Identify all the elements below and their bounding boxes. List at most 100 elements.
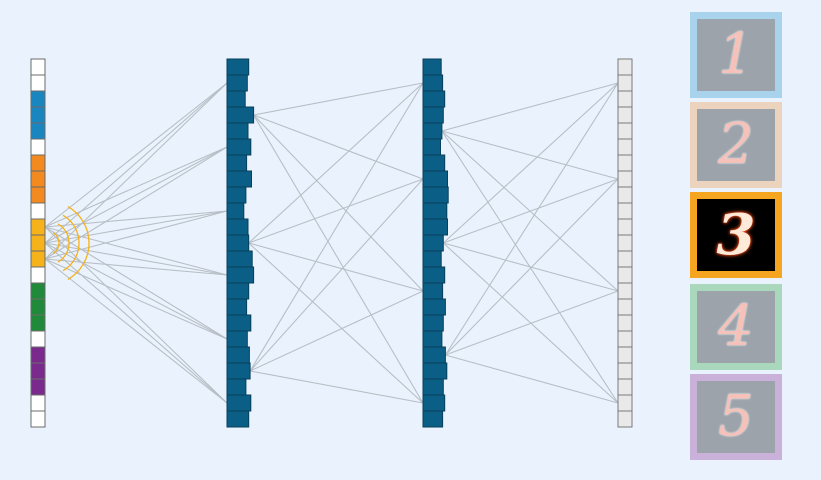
connection-line (44, 258, 228, 276)
wave-arc (57, 223, 70, 263)
digit-image-5: 5 (697, 381, 775, 453)
digit-glyph-2: 2 (718, 112, 754, 177)
connection-line (443, 178, 619, 244)
wave-arc (67, 206, 90, 280)
input-neuron (30, 74, 46, 92)
connection-line (44, 146, 228, 260)
digit-card-2: 2 (690, 102, 782, 188)
connection-line (44, 242, 228, 340)
connection-line (248, 178, 424, 244)
hidden-neuron (226, 330, 248, 348)
input-neuron (30, 410, 46, 428)
connection-line (44, 258, 228, 340)
hidden-neuron (422, 154, 446, 172)
connection-line (249, 370, 424, 404)
connection-line (248, 242, 424, 404)
connection-line (44, 82, 228, 244)
layer-input-0 (30, 58, 46, 428)
hidden-neuron (422, 314, 444, 332)
wave-arc (62, 214, 80, 272)
connection-line (44, 242, 228, 404)
input-neuron (30, 90, 46, 108)
hidden-neuron (422, 170, 448, 188)
hidden-neuron (226, 298, 248, 316)
connection-line (441, 82, 619, 132)
output-neuron (617, 154, 633, 172)
connection-line (44, 146, 228, 244)
hidden-neuron (226, 218, 249, 236)
connection-line (445, 178, 619, 356)
hidden-neuron (226, 170, 252, 188)
connection-line (248, 82, 424, 244)
connection-line (44, 210, 228, 260)
connection-line (443, 242, 619, 292)
connection-line (44, 82, 228, 260)
digit-image-1: 1 (697, 19, 775, 91)
input-neuron (30, 202, 46, 220)
hidden-neuron (422, 250, 442, 268)
input-neuron (30, 154, 46, 172)
hidden-neuron (226, 186, 247, 204)
output-neuron (617, 138, 633, 156)
input-neuron (30, 378, 46, 396)
input-neuron (30, 186, 46, 204)
connection-line (248, 242, 424, 292)
output-neuron (617, 106, 633, 124)
hidden-neuron (226, 202, 245, 220)
hidden-neuron (226, 346, 250, 364)
hidden-neuron (226, 282, 250, 300)
input-neuron (30, 250, 46, 268)
digit-glyph-5: 5 (718, 384, 754, 449)
output-neuron (617, 378, 633, 396)
connection-line (253, 82, 424, 116)
wave-arc (52, 232, 60, 254)
layer-output-3 (617, 58, 633, 428)
input-neuron (30, 138, 46, 156)
hidden-neuron (422, 138, 441, 156)
signal-waves (52, 206, 90, 280)
hidden-neuron (422, 330, 443, 348)
connection-line (444, 82, 619, 356)
connection-line (253, 114, 424, 404)
connection-line (445, 290, 619, 356)
output-neuron (617, 266, 633, 284)
hidden-neuron (422, 90, 446, 108)
connection-line (249, 290, 424, 372)
hidden-neuron (226, 122, 249, 140)
hidden-neuron (226, 58, 250, 76)
input-neuron (30, 106, 46, 124)
connection-line (44, 210, 228, 228)
output-neuron (617, 410, 633, 428)
hidden-neuron (226, 362, 251, 380)
input-neuron (30, 266, 46, 284)
output-neuron (617, 330, 633, 348)
input-neuron (30, 170, 46, 188)
input-neuron (30, 362, 46, 380)
hidden-neuron (226, 90, 246, 108)
connection-line (249, 82, 424, 372)
input-neuron (30, 122, 46, 140)
hidden-neuron (422, 346, 446, 364)
output-neuron (617, 394, 633, 412)
connection-line (44, 226, 228, 404)
connection-line (442, 82, 619, 244)
connections (44, 82, 619, 404)
connection-line (44, 82, 228, 228)
digit-card-4: 4 (690, 284, 782, 370)
output-neuron (617, 346, 633, 364)
output-neuron (617, 234, 633, 252)
hidden-neuron (226, 250, 253, 268)
hidden-neuron (422, 394, 446, 412)
output-neuron (617, 186, 633, 204)
hidden-neuron (422, 362, 448, 380)
digit-image-2: 2 (697, 109, 775, 181)
hidden-neuron (422, 58, 442, 76)
input-neuron (30, 298, 46, 316)
connection-line (253, 114, 424, 180)
layer-hidden-1 (226, 58, 255, 428)
output-neuron (617, 298, 633, 316)
output-neuron (617, 122, 633, 140)
hidden-neuron (226, 154, 248, 172)
